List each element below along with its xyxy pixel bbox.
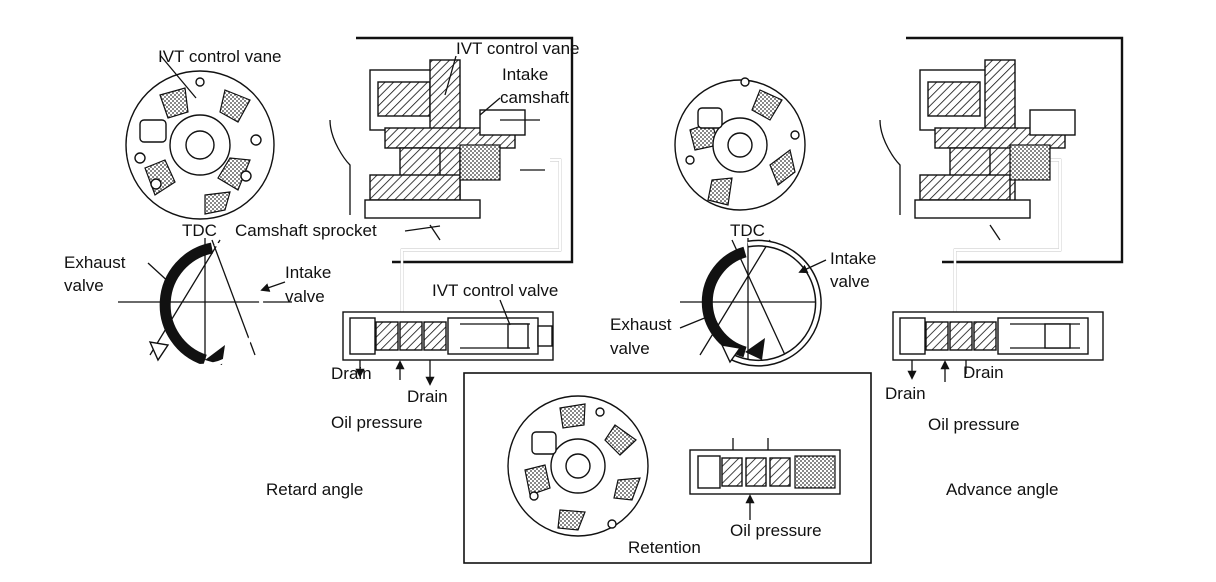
label-drain-right-1: Drain bbox=[963, 363, 1004, 382]
label-retention: Retention bbox=[628, 538, 701, 557]
label-ivt-control-valve: IVT control valve bbox=[432, 281, 558, 300]
label-oil-pressure-left: Oil pressure bbox=[331, 413, 423, 432]
ivt-control-valve-right bbox=[892, 311, 1104, 382]
label-exhaust-valve-right-2: valve bbox=[610, 339, 650, 358]
valve-timing-left bbox=[118, 238, 292, 368]
label-intake-valve-left-1: Intake bbox=[285, 263, 331, 282]
label-intake-valve-left-2: valve bbox=[285, 287, 325, 306]
label-exhaust-valve-right-1: Exhaust bbox=[610, 315, 672, 334]
label-drain-left-1: Drain bbox=[331, 364, 372, 383]
vane-rotor-left bbox=[125, 54, 275, 220]
label-exhaust-valve-left-1: Exhaust bbox=[64, 253, 126, 272]
label-drain-left-2: Drain bbox=[407, 387, 448, 406]
label-intake-camshaft-1: Intake bbox=[502, 65, 548, 84]
ivt-control-valve-left bbox=[342, 299, 554, 386]
label-intake-camshaft-2: camshaft bbox=[500, 88, 569, 107]
label-advance-angle: Advance angle bbox=[946, 480, 1058, 499]
label-intake-valve-right-1: Intake bbox=[830, 249, 876, 268]
ivt-mechanism-right bbox=[879, 28, 1132, 312]
ivt-mechanism-left bbox=[329, 28, 582, 312]
label-tdc-left: TDC bbox=[182, 221, 217, 240]
label-oil-pressure-center: Oil pressure bbox=[730, 521, 822, 540]
label-oil-pressure-right: Oil pressure bbox=[928, 415, 1020, 434]
label-retard-angle: Retard angle bbox=[266, 480, 363, 499]
label-ivt-control-vane-top: IVT control vane bbox=[456, 39, 579, 58]
label-intake-valve-right-2: valve bbox=[830, 272, 870, 291]
retention-box bbox=[463, 372, 872, 564]
label-tdc-right: TDC bbox=[730, 221, 765, 240]
vane-rotor-right bbox=[674, 77, 806, 211]
valve-timing-right bbox=[679, 238, 827, 367]
label-camshaft-sprocket: Camshaft sprocket bbox=[235, 221, 377, 240]
label-drain-right-2: Drain bbox=[885, 384, 926, 403]
label-exhaust-valve-left-2: valve bbox=[64, 276, 104, 295]
label-ivt-control-vane-left: IVT control vane bbox=[158, 47, 281, 66]
